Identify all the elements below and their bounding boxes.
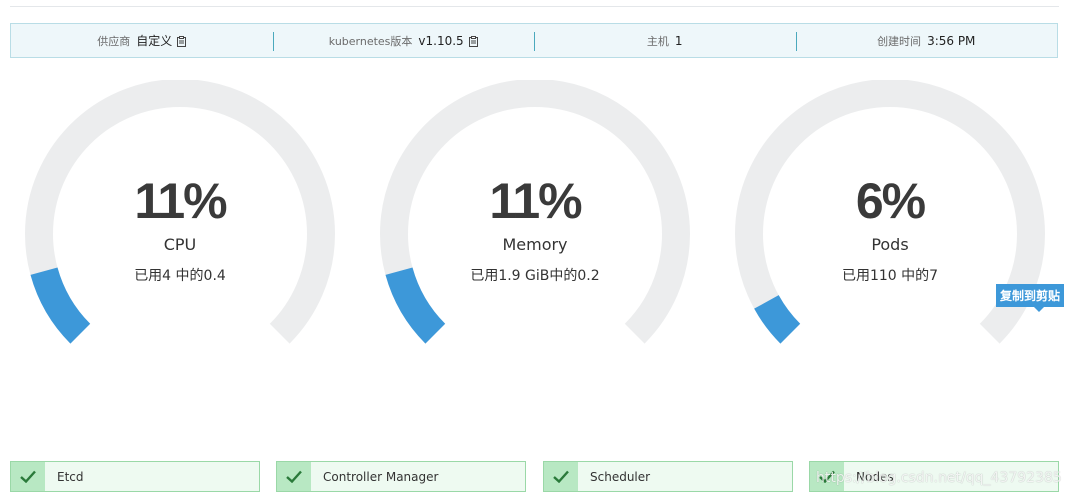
- info-hosts-value: 1: [674, 33, 683, 48]
- status-nodes-label: Nodes: [856, 469, 894, 484]
- info-hosts-label: 主机: [646, 34, 669, 48]
- gauge-fill: [754, 294, 801, 344]
- info-k8s-version-label: kubernetes版本: [328, 34, 413, 48]
- info-k8s-version: kubernetes版本 v1.10.5: [272, 24, 535, 57]
- gauge-cpu: 11% CPU 已用4 中的0.4: [25, 80, 345, 380]
- status-nodes: Nodes: [809, 461, 1059, 492]
- gauge-cpu-name: CPU: [163, 235, 197, 254]
- gauge-track: [25, 80, 335, 344]
- check-icon: [544, 462, 578, 491]
- check-icon: [11, 462, 45, 491]
- gauge-memory-name: Memory: [502, 235, 568, 254]
- check-icon: [810, 462, 844, 491]
- info-provider-value: 自定义: [136, 34, 173, 48]
- gauge-cpu-arc: [25, 80, 335, 344]
- copy-icon[interactable]: [177, 36, 187, 47]
- gauge-memory: 11% Memory 已用1.9 GiB中的0.2: [380, 80, 700, 380]
- gauge-pods-arc: [735, 80, 1045, 344]
- status-etcd-label: Etcd: [57, 469, 84, 484]
- info-hosts: 主机 1: [534, 24, 796, 57]
- status-controller-manager-label: Controller Manager: [323, 469, 439, 484]
- info-created-value: 3:56 PM: [927, 33, 976, 48]
- gauge-pods-percent: 6%: [855, 173, 926, 229]
- gauge-memory-arc: [380, 80, 690, 344]
- gauge-fill: [385, 267, 446, 344]
- copy-tooltip: 复制到剪贴: [996, 284, 1065, 312]
- gauge-pods-name: Pods: [871, 235, 909, 254]
- gauge-cpu-detail: 已用4 中的0.4: [134, 268, 226, 284]
- status-controller-manager: Controller Manager: [276, 461, 526, 492]
- status-scheduler: Scheduler: [543, 461, 793, 492]
- watermark: https://blog.csdn.net/qq_43792385: [816, 470, 1062, 486]
- info-provider-label: 供应商: [97, 34, 131, 48]
- info-created-label: 创建时间: [877, 34, 922, 48]
- info-created: 创建时间 3:56 PM: [795, 24, 1058, 57]
- status-etcd: Etcd: [10, 461, 260, 492]
- gauge-track: [735, 80, 1045, 344]
- gauge-pods-detail: 已用110 中的7: [841, 268, 939, 284]
- copy-icon[interactable]: [468, 36, 478, 47]
- gauge-fill: [30, 267, 91, 344]
- gauge-memory-percent: 11%: [489, 173, 582, 229]
- info-k8s-version-value: v1.10.5: [418, 33, 464, 48]
- gauge-pods: 6% Pods 已用110 中的7: [735, 80, 1055, 380]
- gauge-memory-detail: 已用1.9 GiB中的0.2: [470, 268, 600, 284]
- cluster-info-bar: 供应商 自定义 kubernetes版本 v1.10.5 主机 1 创建时间 3…: [10, 23, 1058, 58]
- top-divider: [10, 6, 1059, 7]
- check-icon: [277, 462, 311, 491]
- info-provider: 供应商 自定义: [11, 24, 273, 57]
- status-scheduler-label: Scheduler: [590, 469, 651, 484]
- gauge-cpu-percent: 11%: [134, 173, 227, 229]
- gauge-track: [380, 80, 690, 344]
